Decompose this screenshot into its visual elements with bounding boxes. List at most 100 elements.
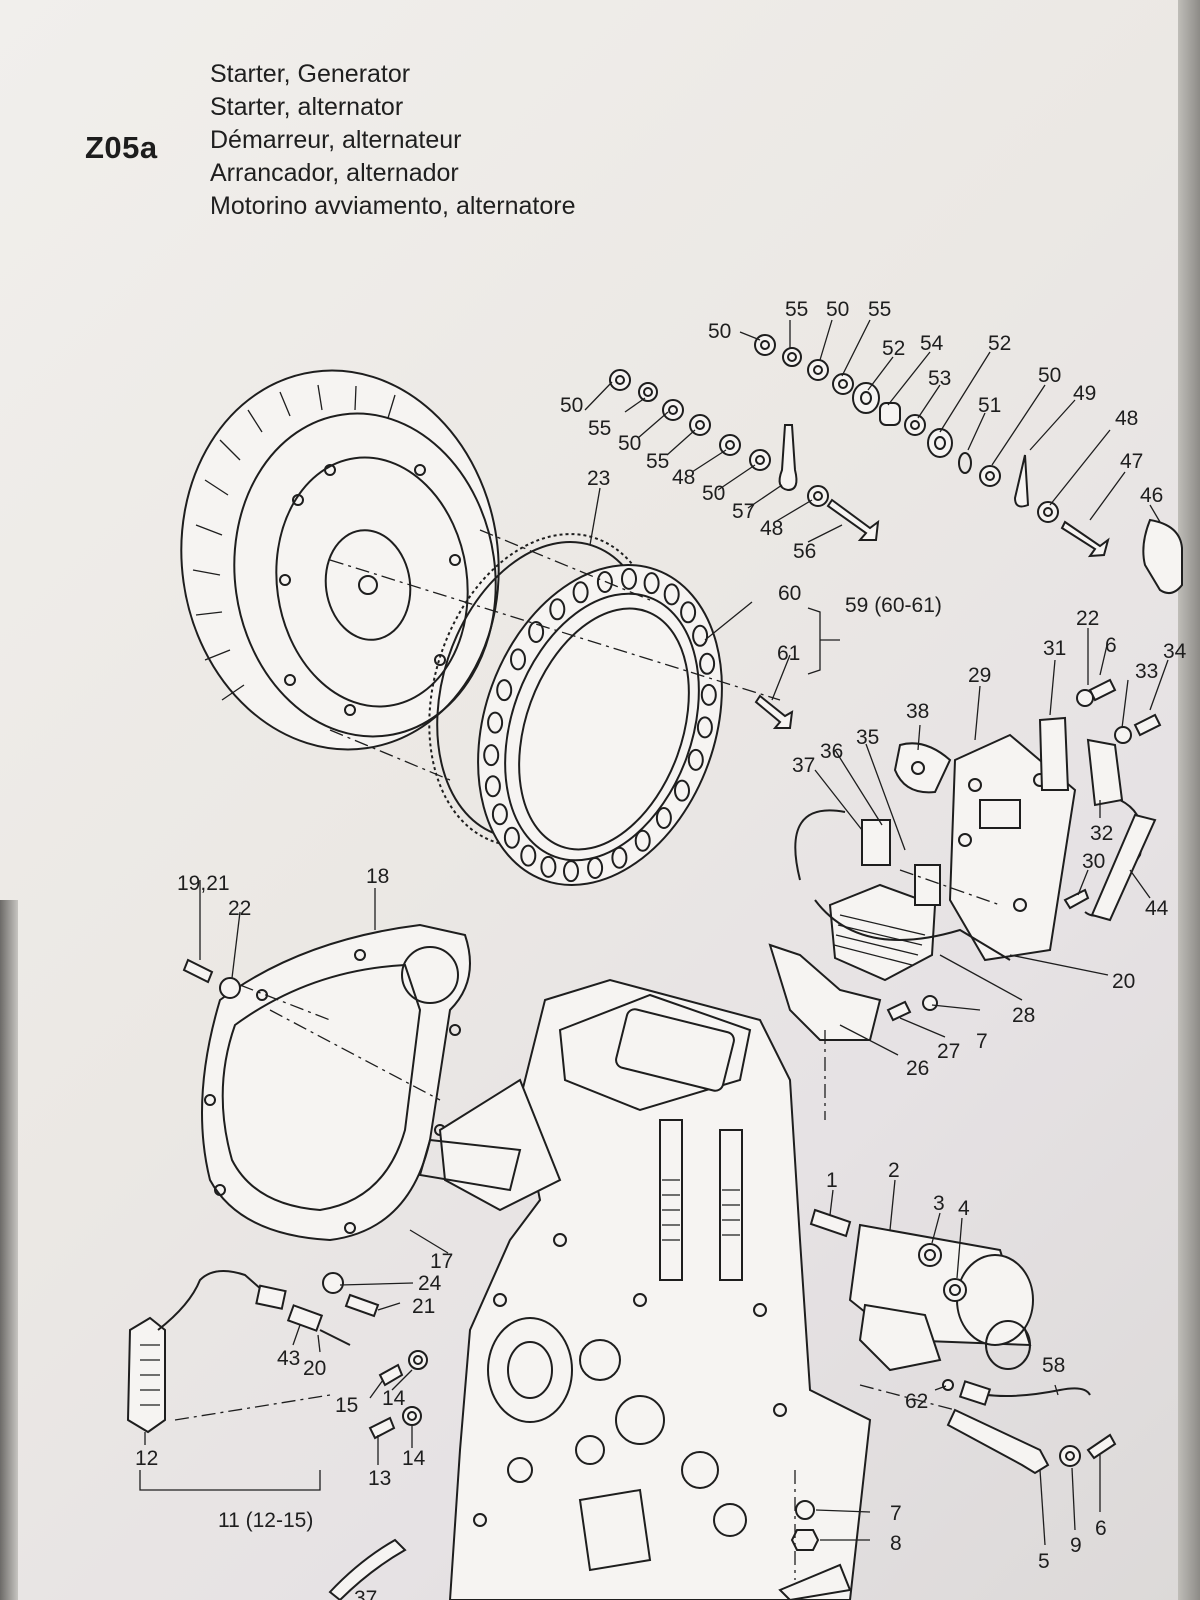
callout-50-mid-a: 50 — [618, 432, 641, 455]
magnet-pocket — [496, 679, 513, 702]
callout-24: 24 — [418, 1272, 442, 1295]
callout-38: 38 — [906, 700, 929, 723]
callout-1: 1 — [826, 1169, 838, 1192]
stud-1 — [809, 1208, 852, 1238]
callout-5: 5 — [1038, 1550, 1050, 1573]
callout-22-left: 22 — [228, 897, 251, 920]
callout-50-top-left: 50 — [708, 320, 731, 343]
magnet-pocket — [643, 572, 660, 595]
callout-33: 33 — [1135, 660, 1158, 683]
callout-48-lower: 48 — [760, 517, 783, 540]
washer-22 — [219, 977, 241, 999]
callout-12: 12 — [135, 1447, 158, 1470]
magnet-pocket — [572, 581, 589, 604]
callout-21: 21 — [412, 1295, 435, 1318]
center-axis-line — [329, 559, 781, 701]
magnet-pocket — [587, 857, 604, 879]
callout-14-upper: 14 — [382, 1387, 406, 1410]
magnet-pocket — [563, 860, 579, 883]
callout-36: 36 — [820, 740, 843, 763]
callout-47: 47 — [1120, 450, 1143, 473]
callout-60: 60 — [778, 582, 801, 605]
magnet-pocket — [484, 775, 501, 798]
magnet-pocket — [520, 844, 537, 867]
cable-and-hardware-lower-right — [778, 1379, 1117, 1600]
callout-7-upper: 7 — [976, 1030, 988, 1053]
callout-8: 8 — [890, 1532, 902, 1555]
callout-11-kit: 11 (12-15) — [218, 1509, 313, 1532]
hardware-stack-middle — [609, 369, 880, 729]
callout-13: 13 — [368, 1467, 391, 1490]
callout-23: 23 — [587, 467, 610, 490]
callout-9: 9 — [1070, 1534, 1082, 1557]
flywheel-housing — [201, 923, 471, 1242]
title-it: Motorino avviamento, alternatore — [210, 192, 576, 220]
callout-50-mid-left: 50 — [560, 394, 583, 417]
magnet-pocket — [549, 598, 566, 621]
callout-labels: 55 50 55 50 52 54 52 53 50 49 51 48 47 4… — [135, 298, 1187, 1600]
magnet-pocket — [611, 846, 628, 869]
callout-43: 43 — [277, 1347, 300, 1370]
callout-50-mid-b: 50 — [702, 482, 725, 505]
title-de: Starter, Generator — [210, 60, 411, 88]
callout-19-21: 19,21 — [177, 872, 230, 895]
callout-50-top: 50 — [826, 298, 849, 321]
callout-15: 15 — [335, 1394, 358, 1417]
magnet-pocket — [491, 803, 508, 826]
callout-55-mid-b: 55 — [646, 450, 669, 473]
screws-right-cluster — [886, 678, 1162, 1022]
callout-52-left: 52 — [882, 337, 905, 360]
pickup-sensor-assembly — [126, 1270, 428, 1600]
magnet-pocket — [696, 716, 713, 739]
magnet-pocket — [510, 648, 526, 671]
callout-55-top-right: 55 — [868, 298, 891, 321]
callout-62: 62 — [905, 1390, 928, 1413]
callout-34: 34 — [1163, 640, 1187, 663]
callout-3: 3 — [933, 1192, 945, 1215]
monitor-bezel-right — [1178, 0, 1200, 1600]
engine-crankcase — [418, 978, 872, 1600]
magnet-pocket — [680, 601, 697, 624]
guide-lines — [174, 529, 1001, 1580]
rectifier-regulator-assembly — [768, 716, 1157, 1041]
callout-37-bottom: 37 — [354, 1587, 377, 1600]
title-en: Starter, alternator — [210, 93, 404, 121]
magnet-pocket — [663, 583, 680, 606]
magnet-pocket — [655, 807, 672, 829]
callout-26: 26 — [906, 1057, 929, 1080]
magnet-pocket — [700, 683, 717, 706]
callout-14-lower: 14 — [402, 1447, 426, 1470]
callout-48-right: 48 — [1115, 407, 1138, 430]
magnet-pocket — [687, 748, 704, 771]
magnet-pocket — [483, 744, 500, 767]
starter-motor — [848, 1223, 1034, 1372]
callout-50-right: 50 — [1038, 364, 1061, 387]
flywheel — [180, 369, 500, 751]
magnet-pocket — [621, 567, 637, 590]
monitor-bezel-left — [0, 900, 18, 1600]
callout-48-mid: 48 — [672, 466, 695, 489]
magnet-pocket — [487, 711, 504, 734]
rotor-ring — [477, 564, 723, 886]
magnet-pocket — [596, 571, 613, 593]
callout-54: 54 — [920, 332, 944, 355]
callout-53: 53 — [928, 367, 951, 390]
callout-49: 49 — [1073, 382, 1096, 405]
callout-30: 30 — [1082, 850, 1105, 873]
callout-58: 58 — [1042, 1354, 1065, 1377]
magnet-pocket — [503, 826, 520, 849]
callout-18: 18 — [366, 865, 389, 888]
magnet-pocket — [540, 855, 557, 878]
callout-28: 28 — [1012, 1004, 1035, 1027]
title-fr: Démarreur, alternateur — [210, 126, 462, 154]
callout-7-lower: 7 — [890, 1502, 902, 1525]
callout-6-lower: 6 — [1095, 1517, 1107, 1540]
bolt-19-21 — [182, 958, 214, 984]
callout-35: 35 — [856, 726, 879, 749]
magnet-pocket — [692, 624, 709, 647]
diagram-header: Z05a Starter, Generator Starter, alterna… — [0, 0, 1200, 240]
magnet-pocket — [699, 652, 716, 675]
callout-46: 46 — [1140, 484, 1163, 507]
callout-44: 44 — [1145, 897, 1169, 920]
